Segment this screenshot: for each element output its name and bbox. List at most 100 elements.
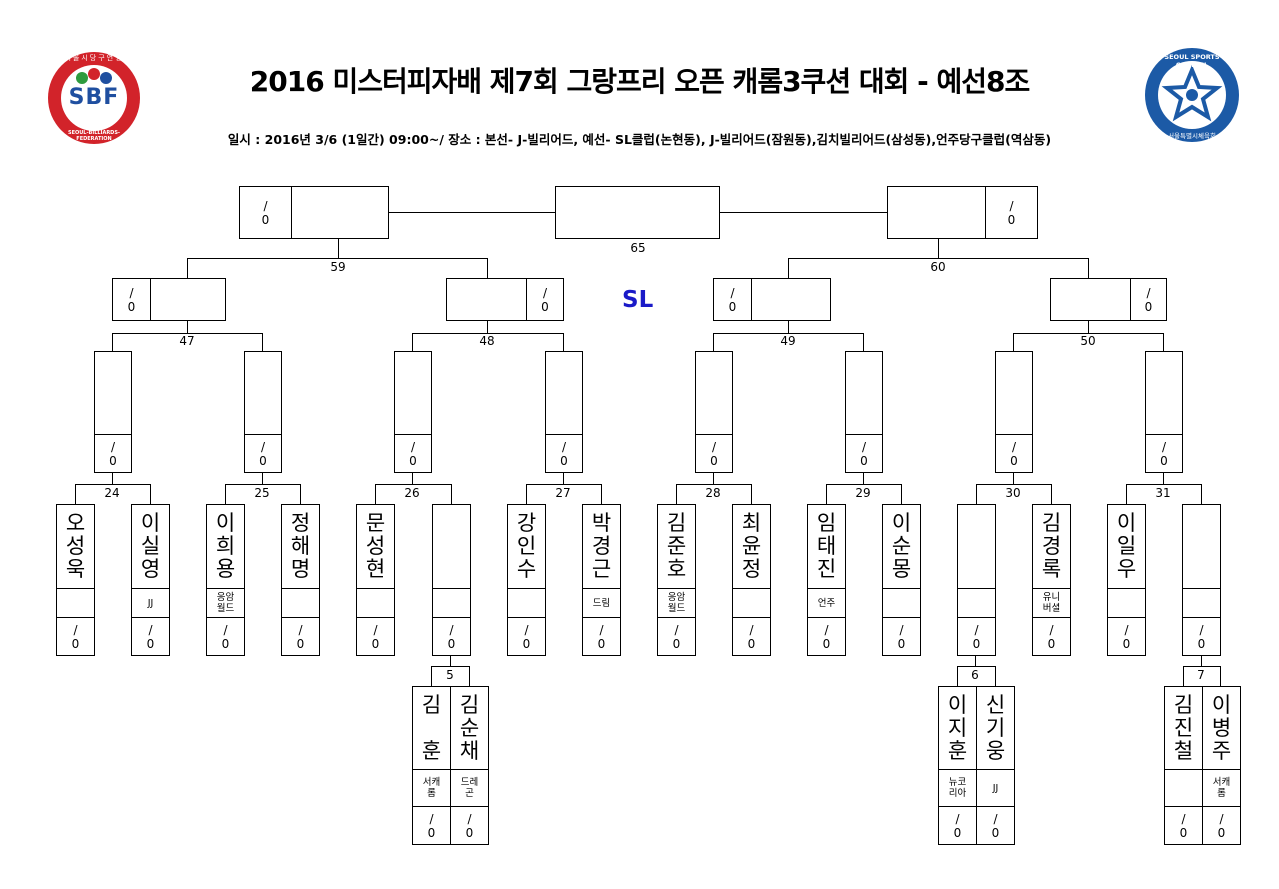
player-box: / 0: [1182, 504, 1221, 656]
bracket-line-59: [187, 258, 488, 278]
semi-box-1: / 0: [112, 278, 226, 321]
seoul-billiards-federation-logo: SBF 서울시당구연맹 SEOUL-BILLIARDS-FEDERATION: [46, 50, 142, 146]
score-cell: / 0: [714, 279, 752, 320]
player-affiliation: [282, 588, 319, 618]
score-cell: / 0: [546, 434, 582, 472]
score-cell: / 0: [846, 434, 882, 472]
final-right-box: / 0: [887, 186, 1038, 239]
score-cell: / 0: [522, 622, 531, 651]
player-name: [1183, 505, 1220, 588]
player-name: 이 희 용: [215, 511, 236, 581]
player-box: / 0: [957, 504, 996, 656]
match-number: 25: [254, 486, 270, 500]
qualifier-player-box: 신 기 웅 JJ / 0: [976, 686, 1015, 845]
player-box: 강 인 수 / 0: [507, 504, 546, 656]
player-affiliation: 서캐 롬: [1203, 769, 1240, 807]
player-name: 이 실 영: [140, 511, 161, 581]
player-name: 신 기 웅: [985, 692, 1006, 763]
player-box: 정 해 명 / 0: [281, 504, 320, 656]
seoul-sports-council-logo: SEOUL SPORTS COUNCIL 서울특별시체육회: [1143, 46, 1241, 144]
player-affiliation: [508, 588, 545, 618]
round2-box: / 0: [244, 351, 282, 473]
match-number: 31: [1155, 486, 1171, 500]
qualifier-player-box: 이 병 주 서캐 롬 / 0: [1202, 686, 1241, 845]
semi-box-2: / 0: [446, 278, 564, 321]
score-cell: / 0: [1179, 811, 1188, 840]
player-name: 이 순 몽: [891, 511, 912, 581]
score-cell: / 0: [672, 622, 681, 651]
match-number: 24: [104, 486, 120, 500]
player-name: 김 준 호: [666, 511, 687, 581]
score-cell: / 0: [1047, 622, 1056, 651]
player-affiliation: JJ: [977, 769, 1014, 807]
semi-box-4: / 0: [1050, 278, 1167, 321]
player-affiliation: [1183, 588, 1220, 618]
bracket-stems-r3: [187, 320, 1089, 334]
player-name: 김 경 록: [1041, 511, 1062, 581]
player-affiliation: 서캐 롬: [413, 769, 450, 807]
score-cell: / 0: [371, 622, 380, 651]
player-affiliation: 뉴코 리아: [939, 769, 976, 807]
player-affiliation: [1108, 588, 1145, 618]
sbf-ring-text: SEOUL-BILLIARDS-FEDERATION: [67, 130, 121, 142]
score-cell: / 0: [985, 187, 1037, 238]
qualifier-player-box: 김 순 채 드레 곤 / 0: [450, 686, 489, 845]
player-name: 강 인 수: [516, 511, 537, 581]
player-affiliation: [733, 588, 770, 618]
player-box: 이 순 몽 / 0: [882, 504, 921, 656]
score-cell: / 0: [991, 811, 1000, 840]
player-box: 이 희 용 응암 월드 / 0: [206, 504, 245, 656]
player-box: 임 태 진 언주 / 0: [807, 504, 846, 656]
player-affiliation: [958, 588, 995, 618]
player-affiliation: 언주: [808, 588, 845, 618]
score-cell: / 0: [526, 279, 563, 320]
qualifier-player-box: 김 훈 서캐 롬 / 0: [412, 686, 451, 845]
player-name: 임 태 진: [816, 511, 837, 581]
player-box: 김 준 호 응암 월드 / 0: [657, 504, 696, 656]
page-title: 2016 미스터피자배 제7회 그랑프리 오픈 캐롬3쿠션 대회 - 예선8조: [249, 65, 1030, 98]
player-affiliation: [57, 588, 94, 618]
player-box: 문 성 현 / 0: [356, 504, 395, 656]
final-center-box: [555, 186, 720, 239]
score-cell: / 0: [245, 434, 281, 472]
council-bottom-text: 서울특별시체육회: [1168, 132, 1216, 140]
score-cell: / 0: [1146, 434, 1182, 472]
player-affiliation: [1165, 769, 1202, 807]
player-box: / 0: [432, 504, 471, 656]
round2-box: / 0: [1145, 351, 1183, 473]
player-affiliation: 응암 월드: [207, 588, 244, 618]
score-cell: / 0: [897, 622, 906, 651]
match-number: 7: [1197, 668, 1205, 682]
council-emblem-icon: [1145, 48, 1239, 142]
match-number: 47: [179, 334, 195, 348]
round2-box: / 0: [394, 351, 432, 473]
player-name: 이 지 훈: [947, 692, 968, 763]
match-number: 50: [1080, 334, 1096, 348]
score-cell: / 0: [95, 434, 131, 472]
player-name: 정 해 명: [290, 511, 311, 581]
bracket-stems-r4: [338, 238, 939, 259]
match-number: 28: [705, 486, 721, 500]
page-subtitle: 일시 : 2016년 3/6 (1일간) 09:00~/ 장소 : 본선- J-…: [227, 132, 1052, 147]
score-cell: / 0: [996, 434, 1032, 472]
semi-box-3: / 0: [713, 278, 831, 321]
bracket-line-5: [431, 655, 470, 686]
round2-box: / 0: [545, 351, 583, 473]
player-name: 오 성 욱: [65, 511, 86, 581]
match-number: 65: [630, 241, 646, 255]
player-name: 문 성 현: [365, 511, 386, 581]
qualifier-player-box: 김 진 철 / 0: [1164, 686, 1203, 845]
score-cell: / 0: [146, 622, 155, 651]
player-affiliation: JJ: [132, 588, 169, 618]
score-cell: / 0: [1197, 622, 1206, 651]
score-cell: / 0: [822, 622, 831, 651]
player-name: 김 훈: [421, 692, 442, 763]
score-cell: / 0: [395, 434, 431, 472]
sbf-letters: SBF: [68, 85, 120, 110]
sbf-emblem-icon: [48, 52, 140, 144]
player-affiliation: 응암 월드: [658, 588, 695, 618]
match-number: 48: [479, 334, 495, 348]
player-affiliation: [357, 588, 394, 618]
match-number: 26: [404, 486, 420, 500]
